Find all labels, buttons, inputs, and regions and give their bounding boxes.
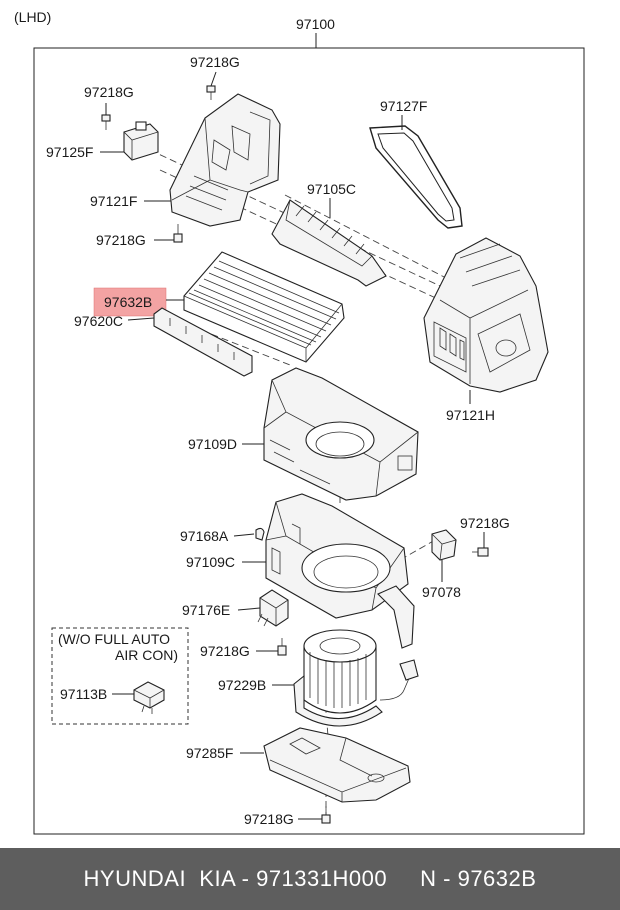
cabin-filter-97632B: 97632B [93, 251, 345, 363]
gasket-97127F: 97127F [369, 98, 463, 229]
inset-note-line1: (W/O FULL AUTO [58, 631, 170, 647]
label-97218G-top: 97218G [190, 54, 240, 70]
clip-97168A: 97168A [180, 527, 265, 544]
highlight-97632B [93, 287, 167, 317]
screw-97218G-top: 97218G [190, 54, 240, 100]
parts-diagram: (LHD) 97100 97218G 97218G 97125F [14, 9, 585, 835]
orientation-tag: (LHD) [14, 9, 51, 25]
label-97168A: 97168A [180, 528, 229, 544]
inset-note-line2: AIR CON) [115, 647, 178, 663]
assembly-number: 97100 [296, 16, 335, 32]
screw-97218G-bottom: 97218G [244, 806, 331, 827]
label-97218G-bottom: 97218G [244, 811, 294, 827]
label-97218G-left: 97218G [84, 84, 134, 100]
label-97127F: 97127F [380, 98, 427, 114]
label-97121H: 97121H [446, 407, 495, 423]
label-97109D: 97109D [188, 436, 237, 452]
label-97632B: 97632B [104, 294, 152, 310]
label-97121F: 97121F [90, 193, 137, 209]
assembly-frame [33, 47, 585, 835]
label-97218G-right: 97218G [460, 515, 510, 531]
label-97109C: 97109C [186, 554, 235, 570]
label-97285F: 97285F [186, 745, 233, 761]
inset-no-full-auto: (W/O FULL AUTO AIR CON) 97113B [51, 627, 189, 725]
blower-motor-97229B: 97229B [218, 629, 419, 727]
label-97105C: 97105C [307, 181, 356, 197]
intake-housing-97121H: 97121H [423, 237, 549, 423]
label-97113B: 97113B [60, 686, 107, 702]
screw-97218G-motor: 97218G [200, 638, 287, 659]
footer-text: HYUNDAI KIA - 971331H000 N - 97632B [83, 866, 537, 891]
label-97176E: 97176E [182, 602, 230, 618]
label-97125F: 97125F [46, 144, 93, 160]
label-97078: 97078 [422, 584, 461, 600]
upper-case-97109D: 97109D [188, 367, 419, 501]
label-97229B: 97229B [218, 677, 266, 693]
screw-97218G-left: 97218G [84, 84, 134, 130]
actuator-97125F: 97125F [46, 121, 159, 161]
filter-cover-97105C: 97105C [271, 181, 387, 287]
lower-case-97109C: 97109C [186, 493, 415, 649]
label-97218G-mid: 97218G [96, 232, 146, 248]
resistor-97078: 97078 [422, 529, 461, 600]
lower-cover-97285F: 97285F [186, 727, 411, 803]
screw-97218G-right: 97218G [460, 515, 510, 557]
label-97218G-motor: 97218G [200, 643, 250, 659]
screw-97218G-mid: 97218G [96, 224, 183, 248]
part-number-footer: HYUNDAI KIA - 971331H000 N - 97632B [0, 848, 620, 910]
resistor-97176E: 97176E [182, 589, 289, 627]
duct-housing-97121F: 97121F [90, 93, 281, 227]
filter-frame-97620C: 97620C [74, 307, 253, 377]
label-97620C: 97620C [74, 313, 123, 329]
